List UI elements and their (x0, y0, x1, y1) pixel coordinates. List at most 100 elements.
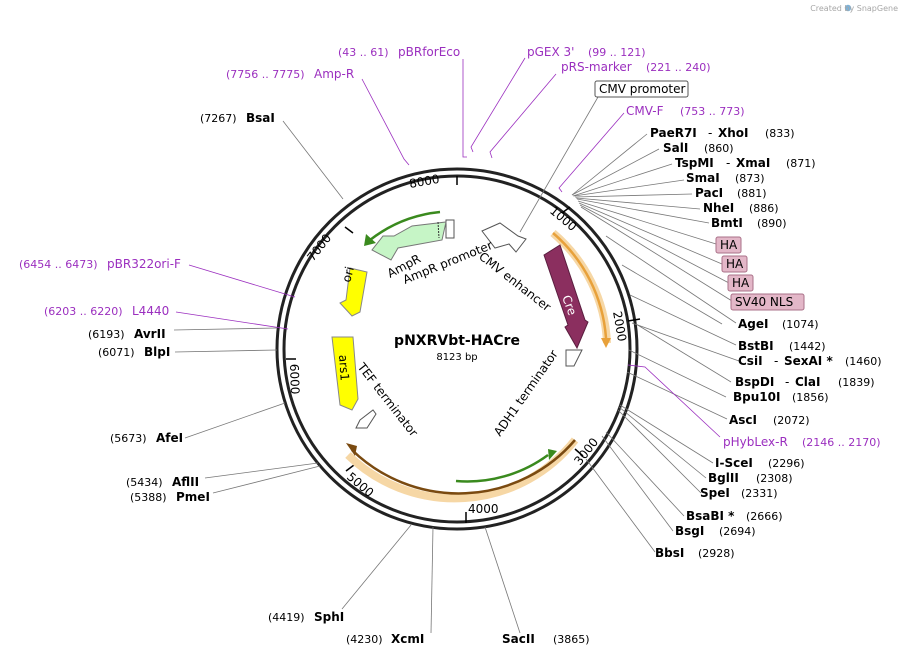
ars1-label: ars1 (336, 354, 352, 381)
enzyme-xmai: XmaI (736, 156, 770, 170)
enzyme-sexai: SexAI * (784, 354, 833, 368)
cmv-promoter-box (594, 80, 689, 98)
line-pbrforeco (462, 59, 467, 158)
primer-name-l4440: L4440 (132, 304, 169, 318)
backbone (275, 167, 639, 531)
enzyme-xcmi: XcmI (391, 632, 424, 646)
svg-text:(890): (890) (757, 217, 787, 230)
tick-7000 (344, 226, 354, 234)
enzyme-sphi: SphI (314, 610, 344, 624)
plasmid-name: pNXRVbt-HACre (394, 333, 520, 349)
ha-box-3 (727, 274, 754, 292)
enzyme-bmti: BmtI (711, 216, 743, 230)
backbone-outer-ring (275, 167, 639, 531)
enzyme-pmei: PmeI (176, 490, 210, 504)
snapgene-logo-icon (844, 4, 852, 12)
tick-label-2000: 2000 (610, 310, 629, 343)
svg-text:(833): (833) (765, 127, 795, 140)
sv40-nls-box (730, 293, 805, 311)
cre-arrow (543, 244, 589, 350)
tick-label-4000: 4000 (468, 502, 499, 516)
line-pgex3 (470, 57, 526, 153)
svg-text:-: - (785, 375, 789, 389)
sv40-nls-label: SV40 NLS (735, 295, 793, 309)
orf-bottom-arrow (351, 439, 576, 495)
enzyme-i-scei: I-SceI (715, 456, 753, 470)
svg-text:(5388): (5388) (130, 491, 167, 504)
cre-label: Cre (559, 293, 579, 317)
svg-text:(2694): (2694) (719, 525, 756, 538)
ori-label: ori (339, 265, 357, 284)
primer-name-pbrforeco: pBRforEco (398, 45, 460, 59)
line-paer7i (571, 133, 648, 196)
line-pbr322ori-f (188, 264, 296, 298)
svg-text:(2308): (2308) (756, 472, 793, 485)
orf-bottom-halo (345, 437, 579, 503)
tick-2000 (627, 318, 641, 322)
adh1-terminator-label: ADH1 terminator (491, 347, 561, 438)
ha-box-1 (715, 236, 742, 254)
line-phyblex-r (627, 364, 721, 438)
cmv-promoter-label: CMV promoter (599, 82, 686, 96)
primer-name-pbr322ori-f: pBR322ori-F (107, 257, 181, 271)
tick-label-1000: 1000 (547, 204, 579, 234)
enzyme-bsgi: BsgI (675, 524, 704, 538)
line-amp-r (361, 78, 410, 166)
line-bsai (282, 120, 344, 200)
primer-name-prs-marker: pRS-marker (561, 60, 632, 74)
svg-text:(886): (886) (749, 202, 779, 215)
enzyme-bsabi: BsaBI * (686, 509, 735, 523)
enzyme-aflii: AflII (172, 475, 199, 489)
svg-text:(5434): (5434) (126, 476, 163, 489)
tick-label-8000: 8000 (408, 172, 441, 191)
svg-text:(2928): (2928) (698, 547, 735, 560)
line-l4440 (175, 311, 289, 330)
line-cmv-f (558, 112, 625, 193)
orf-green-top (369, 210, 441, 241)
primer-name-cmv-f: CMV-F (626, 104, 664, 118)
enzyme-bbsi: BbsI (655, 546, 684, 560)
svg-text:(1074): (1074) (782, 318, 819, 331)
svg-text:(5673): (5673) (110, 432, 147, 445)
primer-range-prs-marker: (221 .. 240) (646, 61, 711, 74)
ha-box-2 (721, 255, 748, 273)
tick-5000 (345, 464, 355, 472)
enzyme-leader-lines (173, 120, 740, 634)
enzyme-afei: AfeI (156, 431, 183, 445)
ha-label-1: HA (720, 238, 738, 252)
enzyme-clai: ClaI (795, 375, 820, 389)
enzyme-avrii: AvrII (134, 327, 166, 341)
primer-range-phyblex-r: (2146 .. 2170) (802, 436, 881, 449)
feature-leader-lines (519, 96, 733, 302)
tick-marks (286, 176, 641, 523)
primer-range-amp-r: (7756 .. 7775) (226, 68, 305, 81)
svg-text:(1856): (1856) (792, 391, 829, 404)
primer-range-l4440: (6203 .. 6220) (44, 305, 123, 318)
enzyme-tspmi: TspMI (675, 156, 714, 170)
orf-right-arrowhead (601, 338, 611, 348)
primer-labels: (43 .. 61) pBRforEco (7756 .. 7775) Amp-… (19, 45, 881, 449)
ampr-hatch (437, 221, 440, 239)
enzyme-bspdi: BspDI (735, 375, 774, 389)
svg-text:(873): (873) (735, 172, 765, 185)
enzyme-bpu10i: Bpu10I (733, 390, 780, 404)
tick-1000 (561, 206, 571, 214)
svg-text:(4419): (4419) (268, 611, 305, 624)
svg-text:(6071): (6071) (98, 346, 135, 359)
primer-name-pgex3: pGEX 3' (527, 45, 574, 59)
primer-range-pbr322ori-f: (6454 .. 6473) (19, 258, 98, 271)
primer-name-phyblex-r: pHybLex-R (723, 435, 788, 449)
primer-leader-lines (175, 57, 721, 438)
tick-label-6000: 6000 (287, 364, 302, 395)
svg-text:(2296): (2296) (768, 457, 805, 470)
enzyme-smai: SmaI (686, 171, 720, 185)
orf-green-bottom-arrowhead (548, 449, 557, 460)
svg-text:-: - (726, 156, 730, 170)
svg-text:-: - (708, 126, 712, 140)
enzyme-labels: (7267) BsaI PaeR7I - XhoI (833) SalI (86… (88, 111, 882, 646)
tef-terminator-arrow (355, 409, 377, 429)
svg-text:(881): (881) (737, 187, 767, 200)
primer-name-amp-r: Amp-R (314, 67, 354, 81)
svg-text:(2666): (2666) (746, 510, 783, 523)
